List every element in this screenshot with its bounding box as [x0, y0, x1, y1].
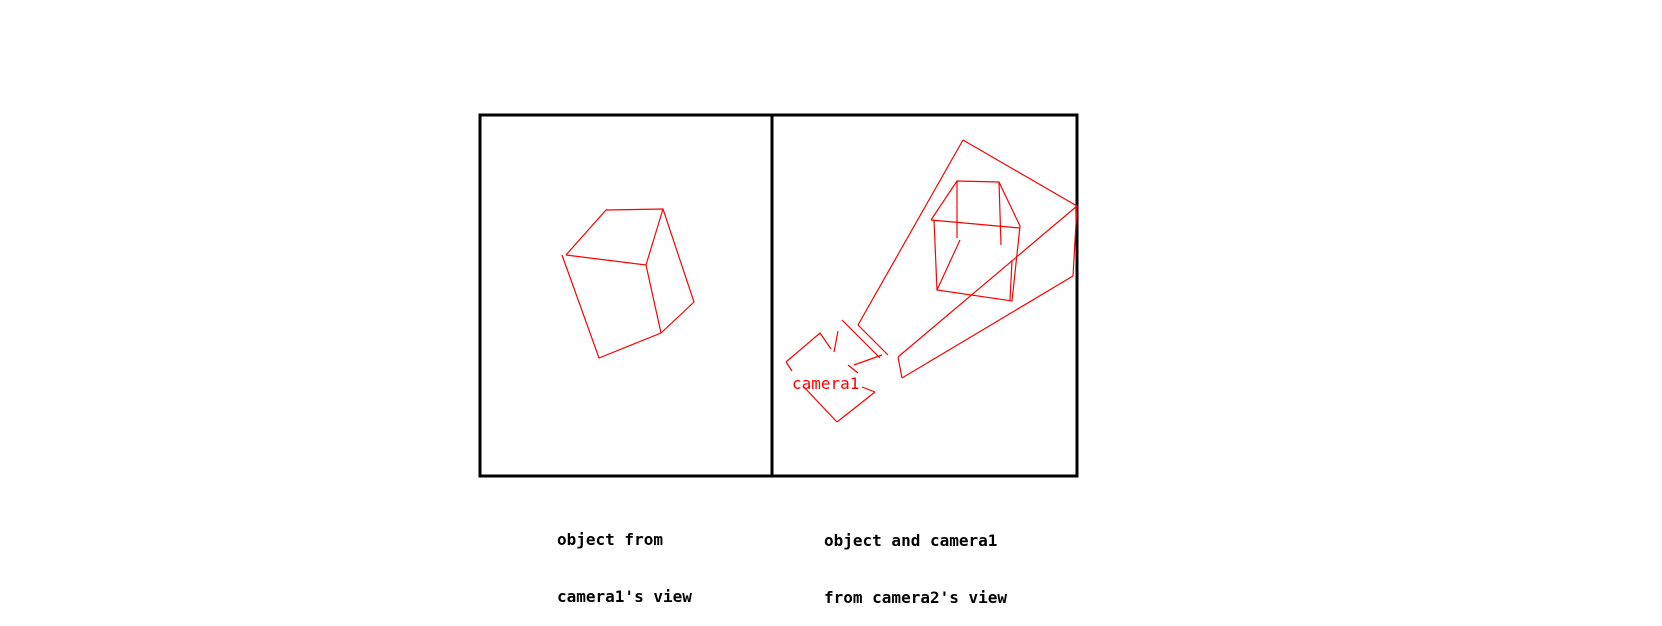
- object-cube: [930, 180, 1021, 302]
- cube-from-camera1: [561, 208, 695, 359]
- camera1-label: camera1: [792, 374, 859, 393]
- camera1-sketch: [785, 330, 883, 423]
- left-panel: [478, 113, 774, 478]
- caption-right: object and camera1 from camera2's view: [824, 493, 1007, 626]
- caption-right-line1: object and camera1: [824, 531, 998, 550]
- panel-frame: [478, 113, 1079, 478]
- right-panel: [770, 113, 1079, 478]
- caption-left: object from camera1's view: [557, 492, 692, 625]
- diagram-canvas: camera1: [478, 113, 1079, 478]
- caption-right-line2: from camera2's view: [824, 588, 1008, 607]
- camera2-view-frustum: [841, 139, 1078, 379]
- caption-left-line1: object from: [557, 530, 663, 549]
